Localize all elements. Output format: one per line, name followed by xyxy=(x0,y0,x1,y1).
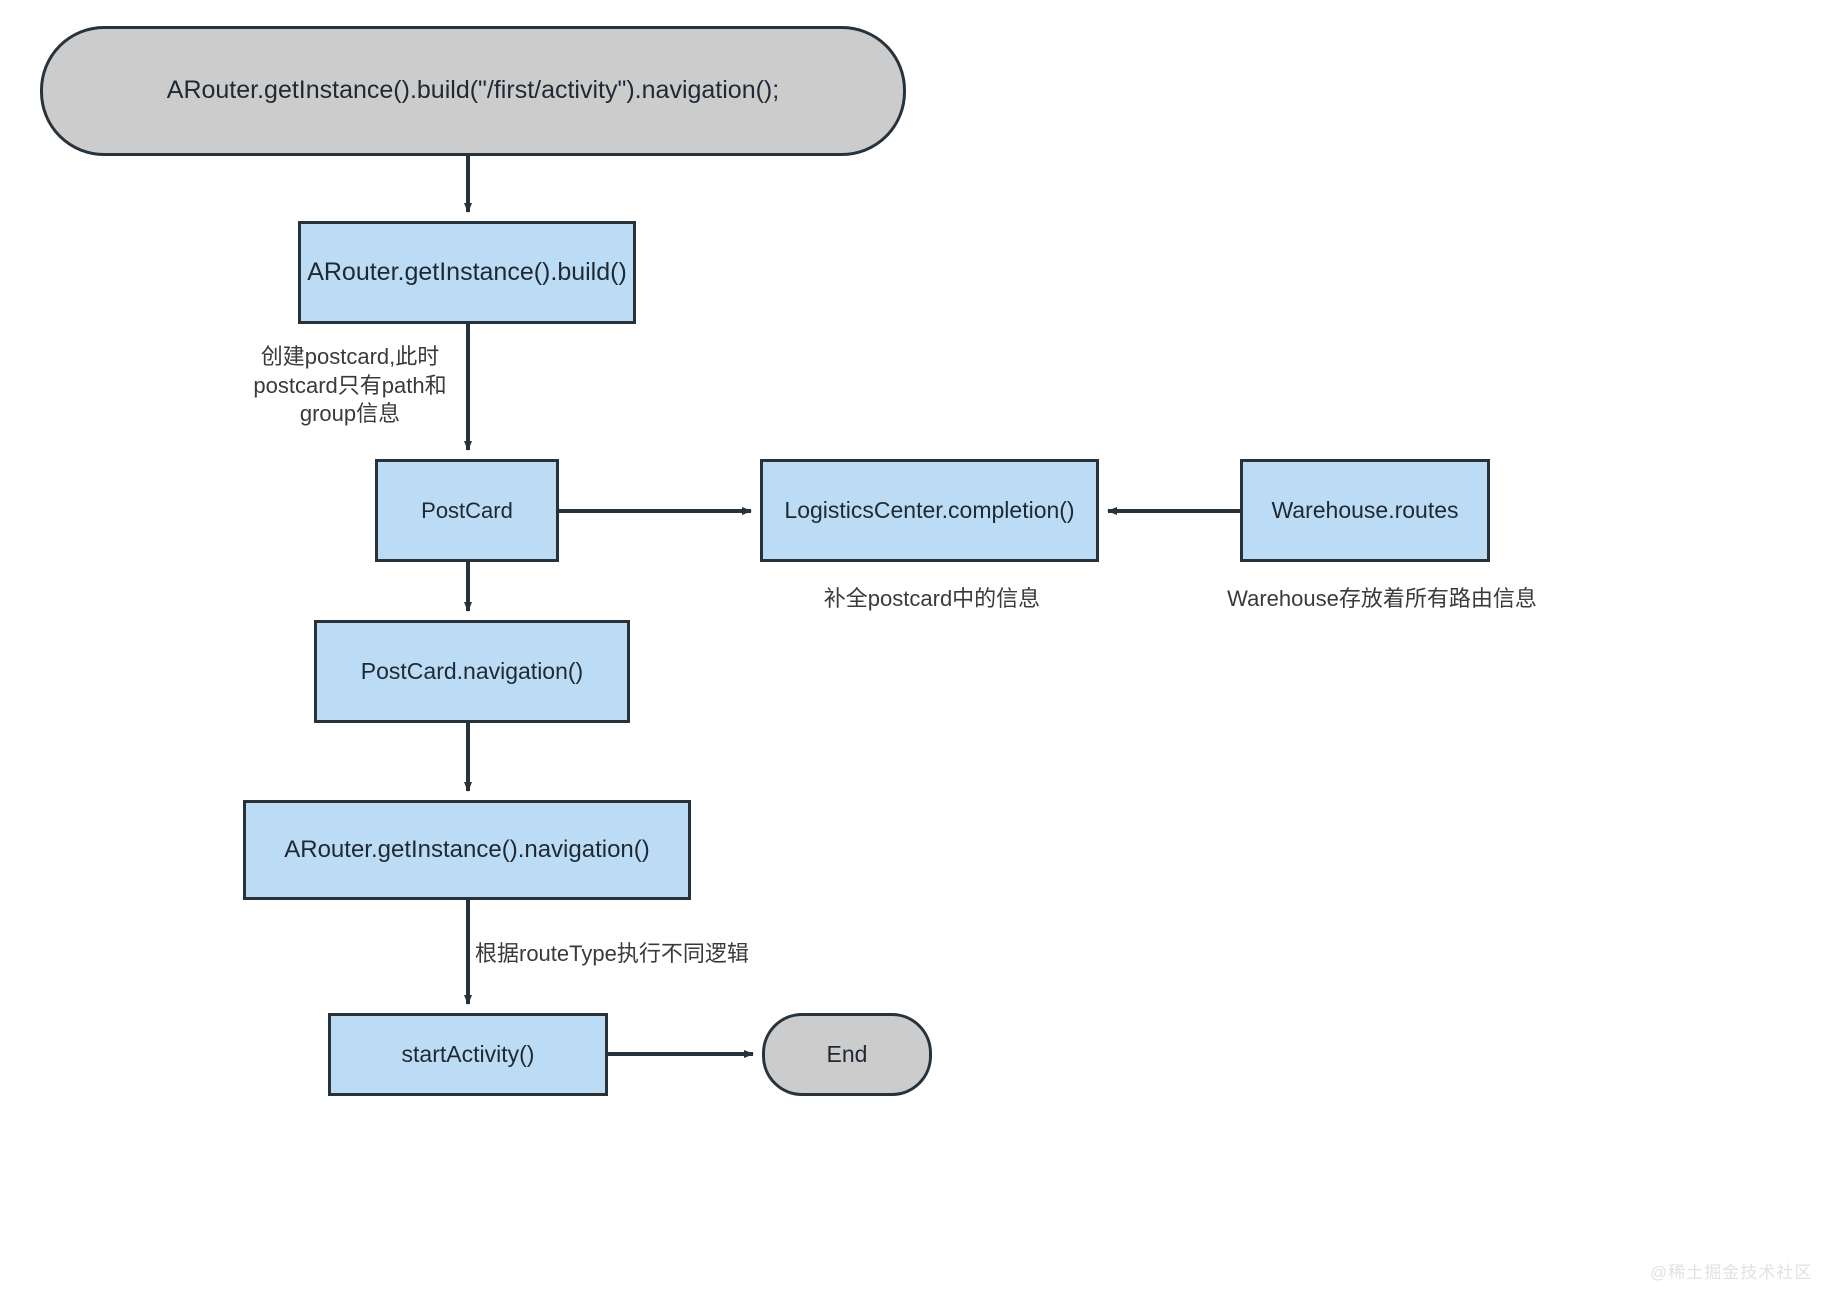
watermark: @稀土掘金技术社区 xyxy=(1650,1263,1813,1282)
node-postcard-navigation-label: PostCard.navigation() xyxy=(360,658,584,685)
node-arouter-build[interactable]: ARouter.getInstance().build() xyxy=(298,221,636,324)
edge-label-warehouse-note: Warehouse存放着所有路由信息 xyxy=(1227,586,1537,611)
node-arouter-navigation-label: ARouter.getInstance().navigation() xyxy=(284,836,650,863)
node-arouter-build-label: ARouter.getInstance().build() xyxy=(307,257,627,286)
node-start-label: ARouter.getInstance().build("/first/acti… xyxy=(166,76,780,105)
node-warehouse-routes-label: Warehouse.routes xyxy=(1271,497,1459,524)
node-postcard[interactable]: PostCard xyxy=(375,459,559,562)
node-logistics-center-completion-label: LogisticsCenter.completion() xyxy=(784,497,1075,524)
node-start-activity-label: startActivity() xyxy=(401,1041,535,1068)
node-postcard-label: PostCard xyxy=(421,497,513,523)
node-postcard-navigation[interactable]: PostCard.navigation() xyxy=(314,620,630,723)
node-start-activity[interactable]: startActivity() xyxy=(328,1013,608,1096)
node-logistics-center-completion[interactable]: LogisticsCenter.completion() xyxy=(760,459,1099,562)
node-warehouse-routes[interactable]: Warehouse.routes xyxy=(1240,459,1490,562)
edge-label-routetype-note: 根据routeType执行不同逻辑 xyxy=(475,941,749,966)
node-arouter-navigation[interactable]: ARouter.getInstance().navigation() xyxy=(243,800,691,900)
node-start[interactable]: ARouter.getInstance().build("/first/acti… xyxy=(40,26,906,156)
edge-label-create-postcard: 创建postcard,此时 postcard只有path和 group信息 xyxy=(253,344,447,427)
node-end[interactable]: End xyxy=(762,1013,932,1096)
node-end-label: End xyxy=(826,1041,868,1068)
edge-label-completion-note: 补全postcard中的信息 xyxy=(823,586,1041,611)
